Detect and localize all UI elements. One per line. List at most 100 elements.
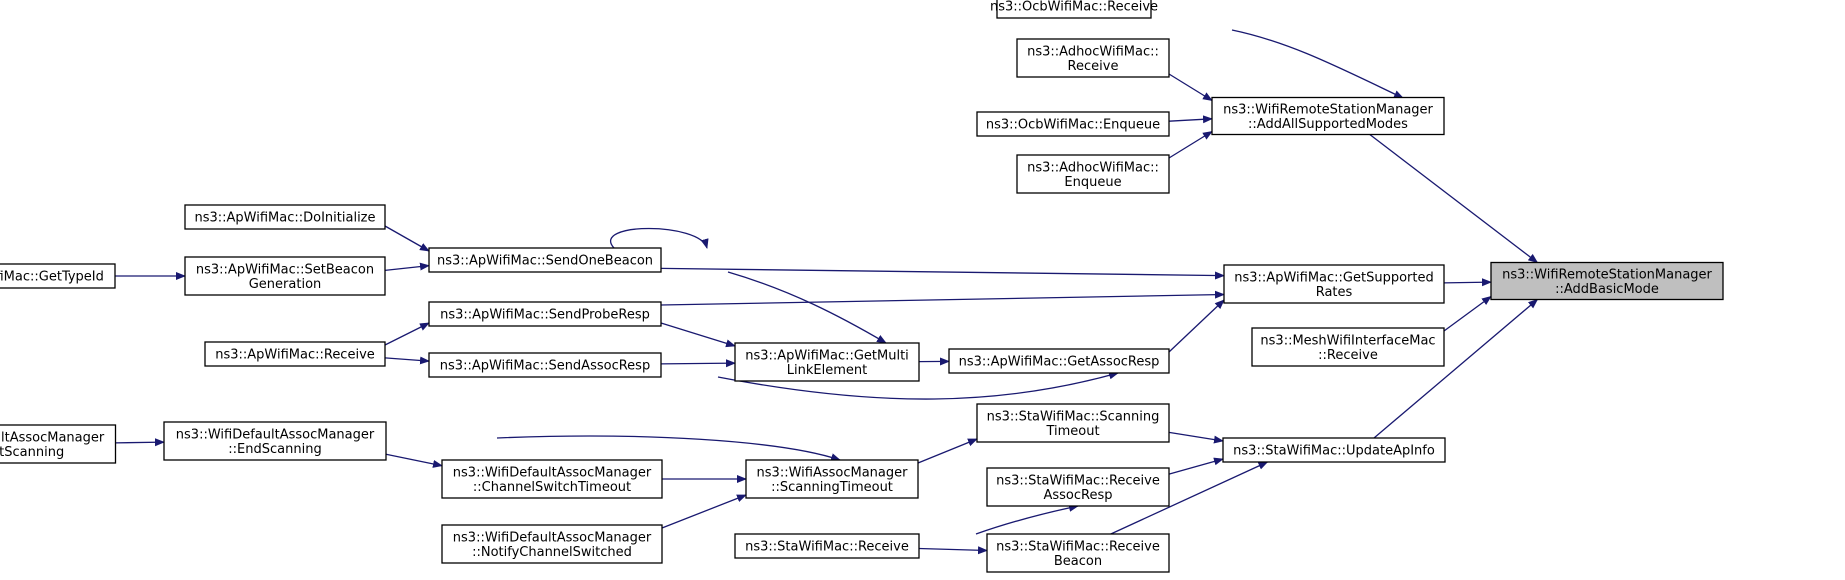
node-adhocenq[interactable]: ns3::AdhocWifiMac::Enqueue <box>1016 154 1170 194</box>
edge-dostart-to-endscan <box>115 438 165 447</box>
edge-endscan-to-chanswitch <box>385 453 443 468</box>
edge-starecv-to-starecvbeacon <box>918 546 988 555</box>
node-label: ns3::ApWifiMac::DoInitialize <box>194 211 375 226</box>
node-label: ::ChannelSwitchTimeout <box>473 480 631 495</box>
node-endscan[interactable]: ns3::WifiDefaultAssocManager::EndScannin… <box>163 421 387 461</box>
node-label: ::NotifyChannelSwitched <box>472 545 632 560</box>
node-box <box>996 0 1152 19</box>
edge-notifychan-to-assocscan <box>661 494 747 529</box>
node-label: ns3::AdhocWifiMac:: <box>1027 44 1159 59</box>
node-label: ns3::StaWifiMac::Receive <box>996 473 1160 488</box>
node-dostart[interactable]: ns3::WifiDefaultAssocManager::DoStartSca… <box>0 424 117 464</box>
node-box <box>1223 264 1445 304</box>
node-label: Rates <box>1316 285 1353 300</box>
node-label: ::Receive <box>1318 348 1378 363</box>
node-label: Generation <box>249 277 322 292</box>
node-ocbenq[interactable]: ns3::OcbWifiMac::Enqueue <box>976 111 1170 137</box>
node-stascan[interactable]: ns3::StaWifiMac::ScanningTimeout <box>976 403 1170 443</box>
node-box <box>976 403 1170 443</box>
node-label: ns3::ApWifiMac::GetTypeId <box>0 270 104 285</box>
node-label: ns3::WifiDefaultAssocManager <box>0 430 105 445</box>
node-meshrecv[interactable]: ns3::MeshWifiInterfaceMac::Receive <box>1251 327 1445 367</box>
node-label: ns3::ApWifiMac::SendProbeResp <box>440 308 650 323</box>
node-box <box>184 204 386 230</box>
edge-sendbeacon-to-sendbeacon <box>610 227 709 249</box>
node-box <box>1016 154 1170 194</box>
node-label: ns3::MeshWifiInterfaceMac <box>1260 333 1435 348</box>
node-label: Beacon <box>1054 554 1102 569</box>
edge-starecv-to-stassocresp <box>975 503 1079 535</box>
node-ocbrecv[interactable]: ns3::OcbWifiMac::Receive <box>990 0 1158 19</box>
node-label: ::EndScanning <box>228 442 321 457</box>
node-label: Enqueue <box>1064 175 1121 190</box>
node-box <box>441 459 663 499</box>
node-box <box>1490 261 1724 301</box>
edge-starecvbeacon-to-updateap <box>1110 461 1269 535</box>
node-box <box>1016 38 1170 78</box>
edge-updateap-to-addbasic <box>1373 298 1539 439</box>
node-label: Timeout <box>1045 424 1099 439</box>
node-label: ns3::ApWifiMac::SendOneBeacon <box>437 254 653 269</box>
node-assocscan[interactable]: ns3::WifiAssocManager::ScanningTimeout <box>745 459 919 499</box>
node-label: ::DoStartScanning <box>0 445 64 460</box>
node-gettypeid[interactable]: ns3::ApWifiMac::GetTypeId <box>0 263 116 289</box>
edge-sendassoc-to-getassoc <box>717 371 1119 400</box>
node-addall[interactable]: ns3::WifiRemoteStationManager::AddAllSup… <box>1211 96 1445 136</box>
edge-stassocresp-to-updateap <box>1168 457 1224 475</box>
node-label: ns3::ApWifiMac::SendAssocResp <box>440 359 650 374</box>
edge-sendbeacon-to-getsup <box>660 267 1225 280</box>
node-label: ::AddBasicMode <box>1555 282 1659 297</box>
node-doinit[interactable]: ns3::ApWifiMac::DoInitialize <box>184 204 386 230</box>
edge-sendprobe-to-getmulti <box>660 322 736 348</box>
edge-aprecv-to-sendassoc <box>384 356 430 365</box>
node-label: ns3::ApWifiMac::GetMulti <box>745 348 909 363</box>
node-label: LinkElement <box>787 363 867 378</box>
edge-adhocrecv-to-addall <box>1168 73 1213 102</box>
node-sendbeacon[interactable]: ns3::ApWifiMac::SendOneBeacon <box>428 247 662 273</box>
node-updateap[interactable]: ns3::StaWifiMac::UpdateApInfo <box>1222 437 1446 463</box>
node-box <box>986 533 1170 573</box>
node-aprecv[interactable]: ns3::ApWifiMac::Receive <box>204 341 386 367</box>
node-label: ns3::WifiDefaultAssocManager <box>453 530 652 545</box>
node-sendprobe[interactable]: ns3::ApWifiMac::SendProbeResp <box>428 301 662 327</box>
node-box <box>0 263 116 289</box>
node-box <box>441 524 663 564</box>
node-label: ns3::StaWifiMac::Receive <box>745 540 909 555</box>
edge-ocbrecv-to-addall <box>1231 29 1404 99</box>
edge-layer <box>115 29 1539 555</box>
edge-addall-to-addbasic <box>1369 133 1539 264</box>
node-adhocrecv[interactable]: ns3::AdhocWifiMac::Receive <box>1016 38 1170 78</box>
node-box <box>734 342 920 382</box>
node-box <box>948 348 1170 374</box>
edge-meshrecv-to-addbasic <box>1443 295 1492 332</box>
node-box <box>734 533 920 559</box>
node-label: ns3::OcbWifiMac::Enqueue <box>986 118 1160 133</box>
node-box <box>745 459 919 499</box>
node-box <box>1211 96 1445 136</box>
node-starecv[interactable]: ns3::StaWifiMac::Receive <box>734 533 920 559</box>
node-sendassoc[interactable]: ns3::ApWifiMac::SendAssocResp <box>428 352 662 378</box>
node-box <box>428 352 662 378</box>
edge-stascan-to-updateap <box>1168 431 1224 444</box>
node-label: ns3::WifiDefaultAssocManager <box>453 465 652 480</box>
node-addbasic[interactable]: ns3::WifiRemoteStationManager::AddBasicM… <box>1490 261 1724 301</box>
node-label: ns3::StaWifiMac::Receive <box>996 539 1160 554</box>
node-label: ::AddAllSupportedModes <box>1248 117 1408 132</box>
edge-ocbenq-to-addall <box>1168 115 1213 124</box>
node-chanswitch[interactable]: ns3::WifiDefaultAssocManager::ChannelSwi… <box>441 459 663 499</box>
edge-adhocenq-to-addall <box>1168 130 1213 159</box>
node-box <box>986 467 1170 507</box>
node-box <box>0 424 117 464</box>
node-label: ns3::ApWifiMac::Receive <box>215 348 375 363</box>
node-notifychan[interactable]: ns3::WifiDefaultAssocManager::NotifyChan… <box>441 524 663 564</box>
edge-assocscan-to-stascan <box>917 438 978 464</box>
node-getassoc[interactable]: ns3::ApWifiMac::GetAssocResp <box>948 348 1170 374</box>
edge-getassoc-to-getsup <box>1168 299 1225 353</box>
node-box <box>1222 437 1446 463</box>
node-label: ns3::AdhocWifiMac:: <box>1027 160 1159 175</box>
